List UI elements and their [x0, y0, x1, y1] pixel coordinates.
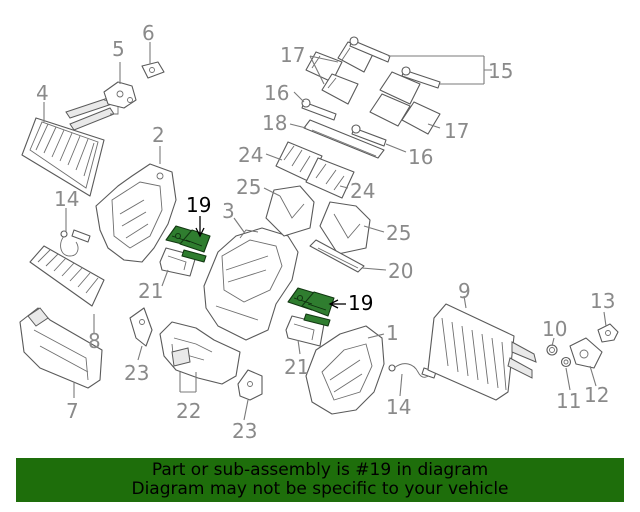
part-9-evaporator [427, 303, 537, 401]
callout-23-right: 23 [232, 419, 257, 443]
part-19-actuator-lower [287, 287, 335, 327]
callout-21-right: 21 [284, 355, 309, 379]
part-13-valve [597, 323, 619, 343]
callout-labels: 4 5 6 2 14 8 7 3 19 21 23 22 23 21 19 1 … [36, 21, 615, 443]
part-23-mount-left [129, 307, 153, 347]
callout-19-lower: 19 [348, 291, 373, 315]
callout-24-right: 24 [350, 179, 375, 203]
callout-4: 4 [36, 81, 49, 105]
callout-17-upper: 17 [280, 43, 305, 67]
part-12-plate [569, 337, 603, 369]
part-21-bracket-right [285, 315, 325, 347]
callout-11: 11 [556, 389, 581, 413]
callout-16-lower: 16 [408, 145, 433, 169]
part-25-seal-left [265, 185, 315, 237]
leader-lines-highlight [195, 216, 346, 309]
callout-5: 5 [112, 37, 125, 61]
part-1-case-right [305, 325, 385, 415]
callout-13: 13 [590, 289, 615, 313]
callout-22: 22 [176, 399, 201, 423]
part-3-case-center [203, 227, 299, 341]
parts-diagram: 4 5 6 2 14 8 7 3 19 21 23 22 23 21 19 1 … [19, 21, 619, 443]
callout-2: 2 [152, 123, 165, 147]
callout-6: 6 [142, 21, 155, 45]
callout-14-right: 14 [386, 395, 411, 419]
part-11-o-ring [560, 356, 572, 368]
part-16-bolts [301, 98, 387, 147]
callout-10: 10 [542, 317, 567, 341]
part-10-o-ring [546, 344, 558, 356]
info-banner: Part or sub-assembly is #19 in diagram D… [16, 458, 624, 502]
part-15-bolts [349, 36, 441, 89]
part-24-door-right [305, 157, 355, 199]
callout-9: 9 [458, 279, 471, 303]
part-14-harness-right [388, 363, 437, 379]
part-18-rail [303, 119, 385, 159]
part-22-lower-case [159, 321, 241, 385]
callout-3: 3 [222, 199, 235, 223]
callout-20: 20 [388, 259, 413, 283]
callout-7: 7 [66, 399, 79, 423]
banner-line-1: Part or sub-assembly is #19 in diagram [151, 460, 489, 480]
part-23-mount-right [237, 369, 263, 401]
leader-lines [43, 42, 607, 421]
callout-23-left: 23 [124, 361, 149, 385]
callout-25-left: 25 [236, 175, 261, 199]
part-17-filter-lower [369, 71, 441, 135]
callout-8: 8 [88, 329, 101, 353]
callout-16-upper: 16 [264, 81, 289, 105]
part-19-actuator-upper [165, 225, 211, 263]
callout-21-left: 21 [138, 279, 163, 303]
callout-24-left: 24 [238, 143, 263, 167]
callout-17-lower: 17 [444, 119, 469, 143]
callout-12: 12 [584, 383, 609, 407]
part-20-link-rod [309, 239, 365, 273]
part-4-heater-core [21, 97, 119, 197]
callout-15: 15 [488, 59, 513, 83]
part-14-harness-left [60, 229, 91, 257]
callout-14-left: 14 [54, 187, 79, 211]
callout-18: 18 [262, 111, 287, 135]
part-2-case-left [95, 163, 177, 263]
callout-25-right: 25 [386, 221, 411, 245]
part-8-filter [29, 245, 105, 307]
callout-1: 1 [386, 321, 399, 345]
part-5-bracket [103, 81, 137, 109]
part-7-duct [19, 307, 103, 389]
callout-19-upper: 19 [186, 193, 211, 217]
banner-line-2: Diagram may not be specific to your vehi… [131, 479, 509, 499]
part-6-clip [141, 61, 165, 79]
